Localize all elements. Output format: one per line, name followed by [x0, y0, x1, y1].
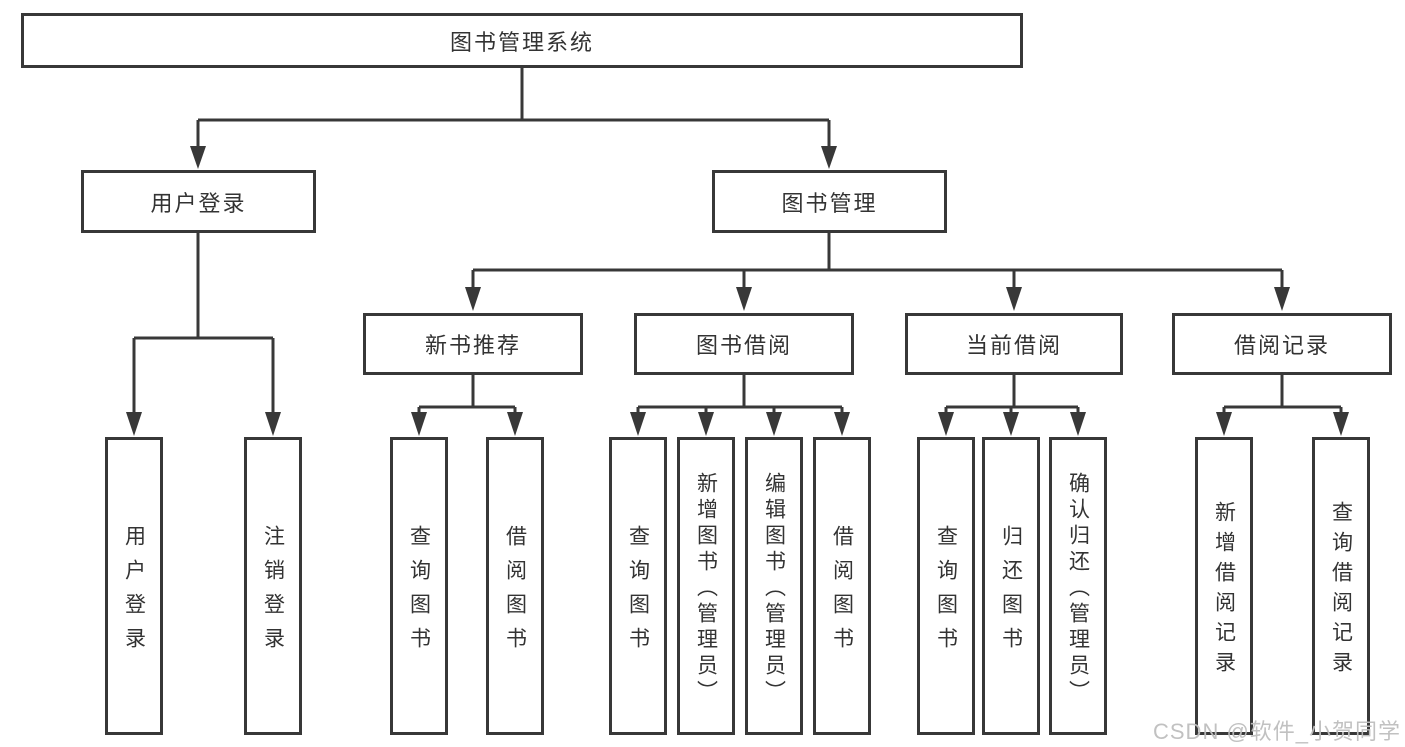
leaf-query-books-current: 查询图书 [917, 437, 975, 735]
leaf-label: 查询图书 [934, 524, 958, 661]
leaf-query-borrow-record: 查询借阅记录 [1312, 437, 1370, 735]
connector-user-login [132, 233, 275, 414]
node-label: 当前借阅 [965, 333, 1062, 358]
node-label: 用户登录 [150, 190, 247, 216]
connector-current-borrow [944, 375, 1080, 415]
leaf-logout: 注销登录 [244, 437, 302, 735]
node-label: 新书推荐 [424, 333, 521, 358]
connector-new-book [417, 375, 517, 415]
leaf-edit-books-admin: 编辑图书（管理员） [745, 437, 803, 735]
connector-root [196, 68, 831, 148]
leaf-label: 新增图书（管理员） [694, 471, 718, 706]
leaf-label: 新增借阅记录 [1212, 500, 1236, 681]
node-label: 借阅记录 [1233, 333, 1330, 358]
node-label: 图书管理系统 [449, 29, 594, 55]
node-label: 图书管理 [781, 190, 878, 216]
node-book-borrow: 图书借阅 [634, 313, 854, 375]
leaf-label: 查询图书 [626, 524, 650, 661]
node-book-management: 图书管理 [712, 170, 947, 233]
leaf-query-books-borrow: 查询图书 [609, 437, 667, 735]
connector-book-management [471, 233, 1284, 290]
leaf-borrow-books-recommend: 借阅图书 [486, 437, 544, 735]
node-current-borrow: 当前借阅 [905, 313, 1123, 375]
leaf-label: 借阅图书 [503, 524, 527, 661]
leaf-label: 编辑图书（管理员） [762, 471, 786, 706]
leaf-query-books-recommend: 查询图书 [390, 437, 448, 735]
leaf-label: 归还图书 [999, 524, 1023, 661]
leaf-label: 用户登录 [122, 524, 146, 661]
node-root: 图书管理系统 [21, 13, 1023, 68]
connector-borrow-records [1222, 375, 1343, 415]
leaf-label: 注销登录 [261, 524, 285, 661]
leaf-return-books: 归还图书 [982, 437, 1040, 735]
leaf-label: 确认归还（管理员） [1066, 471, 1090, 706]
leaf-user-login: 用户登录 [105, 437, 163, 735]
node-new-book-recommend: 新书推荐 [363, 313, 583, 375]
node-user-login: 用户登录 [81, 170, 316, 233]
leaf-add-borrow-record: 新增借阅记录 [1195, 437, 1253, 735]
node-label: 图书借阅 [695, 333, 792, 358]
leaf-label: 查询图书 [407, 524, 431, 661]
leaf-confirm-return-admin: 确认归还（管理员） [1049, 437, 1107, 735]
leaf-label: 借阅图书 [830, 524, 854, 661]
leaf-add-books-admin: 新增图书（管理员） [677, 437, 735, 735]
leaf-label: 查询借阅记录 [1329, 500, 1353, 681]
leaf-borrow-books: 借阅图书 [813, 437, 871, 735]
node-borrow-records: 借阅记录 [1172, 313, 1392, 375]
csdn-watermark: CSDN @软件_小贺同学 [1153, 719, 1402, 744]
arrowheads [126, 146, 1349, 436]
connector-book-borrow [636, 375, 844, 415]
